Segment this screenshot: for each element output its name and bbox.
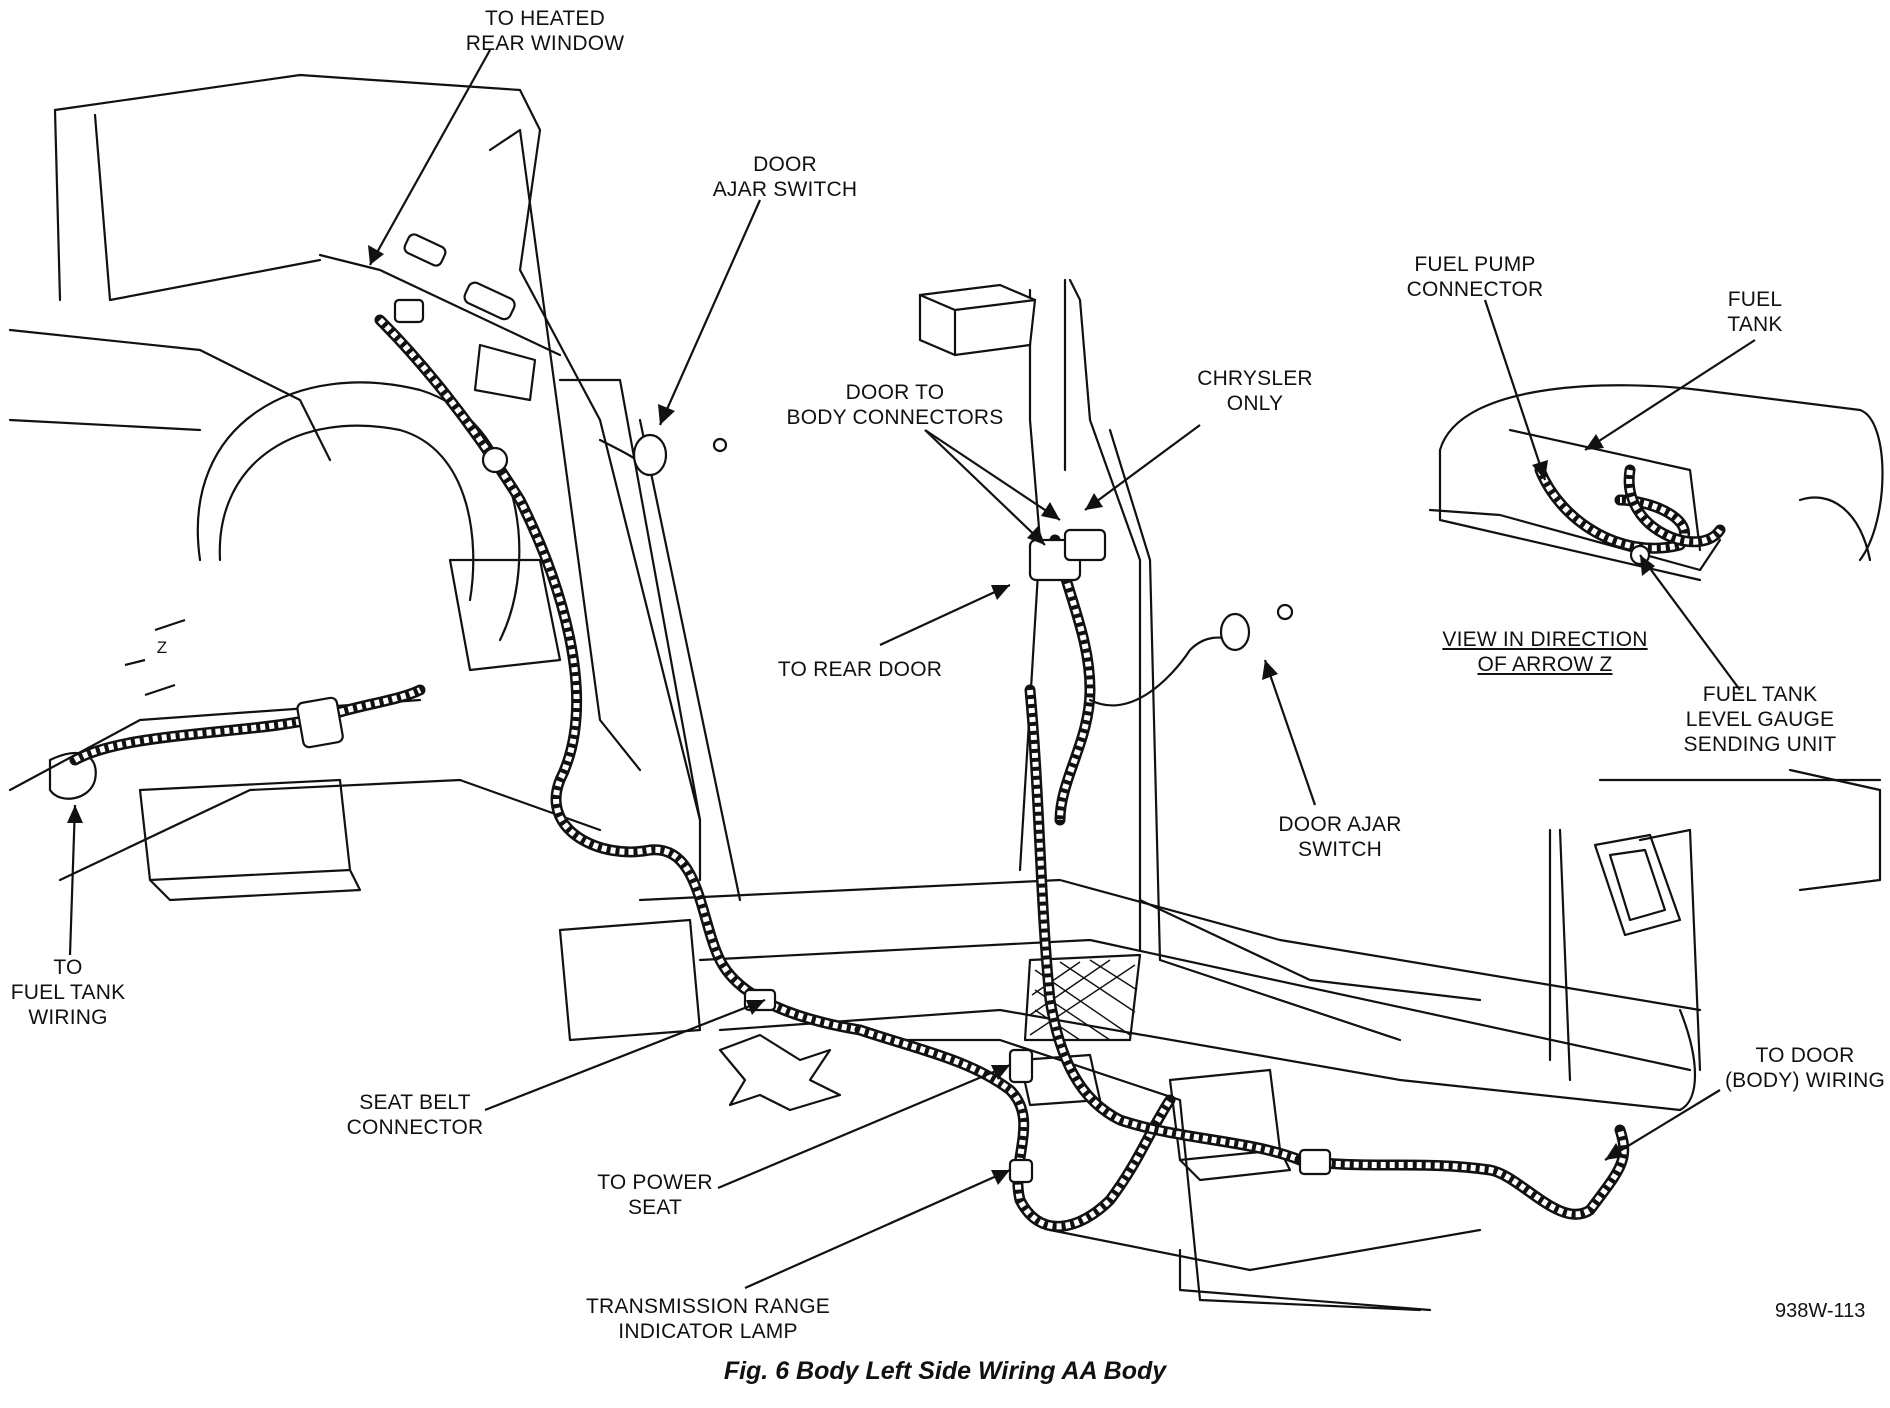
label-to-power-seat: TO POWER SEAT (597, 1170, 713, 1220)
label-line: TO REAR DOOR (777, 658, 943, 681)
label-line: (BODY) WIRING (1724, 1069, 1886, 1092)
label-line: BODY CONNECTORS (786, 406, 1004, 429)
label-line: VIEW IN DIRECTION (1442, 628, 1648, 651)
label-door-ajar-switch-lower: DOOR AJAR SWITCH (1278, 812, 1401, 862)
label-line: WIRING (28, 1006, 108, 1029)
label-line: SEAT BELT (359, 1091, 471, 1114)
label-to-door-body-wiring: TO DOOR (BODY) WIRING (1725, 1043, 1885, 1093)
label-to-fuel-tank-wiring: TO FUEL TANK WIRING (11, 955, 126, 1030)
label-line: Z (156, 638, 168, 657)
label-line: OF ARROW Z (1477, 653, 1613, 676)
label-line: INDICATOR LAMP (618, 1320, 798, 1343)
label-line: TO POWER (597, 1171, 713, 1194)
figure-code: 938W-113 (1775, 1300, 1866, 1322)
label-line: LEVEL GAUGE (1685, 708, 1835, 731)
label-line: TO DOOR (1755, 1044, 1855, 1067)
label-line: FUEL TANK (10, 981, 126, 1004)
foam-block (918, 283, 1037, 357)
label-line: TO (53, 956, 83, 979)
label-door-to-body-connectors: DOOR TO BODY CONNECTORS (787, 380, 1004, 430)
label-fuel-tank: FUEL TANK (1727, 287, 1782, 337)
label-line: TANK (1727, 313, 1783, 336)
label-line: TO HEATED (484, 7, 606, 30)
label-door-ajar-switch-upper: DOOR AJAR SWITCH (713, 152, 858, 202)
label-line: FUEL PUMP (1414, 253, 1536, 276)
label-line: FUEL (1727, 288, 1783, 311)
leader-lines (67, 49, 1756, 1290)
label-view-arrow-z: VIEW IN DIRECTION OF ARROW Z (1442, 627, 1647, 677)
label-chrysler-only: CHRYSLER ONLY (1197, 366, 1313, 416)
label-line: CHRYSLER (1197, 367, 1313, 390)
label-arrow-z: Z (157, 635, 168, 660)
label-line: TRANSMISSION RANGE (586, 1295, 830, 1318)
label-line: ONLY (1226, 392, 1284, 415)
label-transmission-lamp: TRANSMISSION RANGE INDICATOR LAMP (586, 1294, 830, 1344)
label-line: REAR WINDOW (465, 32, 625, 55)
label-heated-rear-window: TO HEATED REAR WINDOW (466, 6, 625, 56)
label-line: DOOR AJAR (1278, 813, 1402, 836)
label-to-rear-door: TO REAR DOOR (778, 657, 942, 682)
label-line: DOOR (753, 153, 817, 176)
body-outline (8, 73, 1882, 1312)
label-line: CONNECTOR (346, 1116, 484, 1139)
label-line: CONNECTOR (1406, 278, 1544, 301)
label-line: SWITCH (1297, 838, 1383, 861)
label-fuel-tank-gauge: FUEL TANK LEVEL GAUGE SENDING UNIT (1684, 682, 1837, 757)
label-line: FUEL TANK (1702, 683, 1818, 706)
label-line: SEAT (627, 1196, 683, 1219)
label-fuel-pump-connector: FUEL PUMP CONNECTOR (1407, 252, 1544, 302)
label-line: SENDING UNIT (1683, 733, 1837, 756)
fuel-tank-inset (1428, 384, 1884, 582)
wiring-harness (69, 314, 1630, 1232)
label-line: DOOR TO (845, 381, 945, 404)
figure-caption: Fig. 6 Body Left Side Wiring AA Body (723, 1357, 1167, 1385)
components (296, 298, 1332, 1184)
label-line: AJAR SWITCH (712, 178, 858, 201)
label-seat-belt-connector: SEAT BELT CONNECTOR (347, 1090, 484, 1140)
